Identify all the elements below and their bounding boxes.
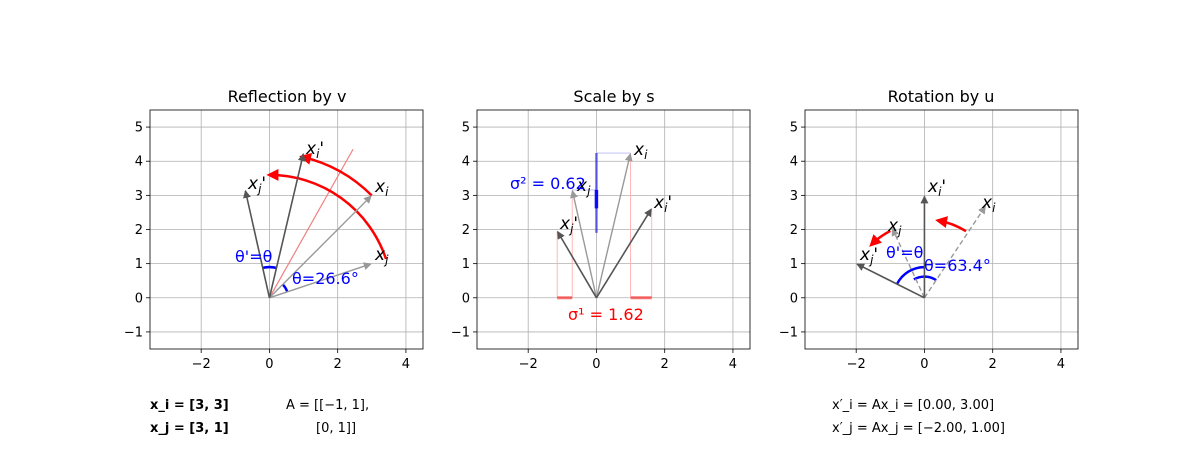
formula-xi-prime: x′_i = Ax_i = [0.00, 3.00] <box>832 398 995 413</box>
reflection-panel: Reflection by v −2 0 2 4 −1 0 1 2 3 4 5 xi xj xi' … <box>124 87 424 372</box>
y-tick-label: 1 <box>462 257 470 272</box>
y-tick-label: 4 <box>462 155 470 170</box>
angle-arc-theta-prime <box>895 265 925 285</box>
vector-xj-prime <box>856 263 925 299</box>
rotation-arc-i <box>935 216 967 233</box>
y-tick-label: 4 <box>790 155 798 170</box>
formula-matrix-row2: [0, 1]] <box>316 421 357 436</box>
x-tick-label: 2 <box>989 357 997 372</box>
axes-border <box>476 109 751 350</box>
x-tick-label: −2 <box>519 357 538 372</box>
x-tick-label: −2 <box>192 357 211 372</box>
vector-xi <box>595 153 633 298</box>
formula-xi: x_i = [3, 3] <box>150 398 229 413</box>
label-xj: xj <box>887 216 902 238</box>
x-tick-label: 2 <box>334 357 342 372</box>
sigma2-label: σ² = 0.62 <box>510 174 586 193</box>
grid <box>805 110 1078 349</box>
y-tick-label: 5 <box>790 121 798 136</box>
y-tick-label: 5 <box>462 121 470 136</box>
vector-xi <box>923 205 986 299</box>
x-tick-label: 0 <box>920 357 928 372</box>
mirror-line <box>268 148 354 299</box>
vector-labels: xi xj xi' xj' θ=63.4° θ'=θ <box>859 177 996 275</box>
y-tick-label: 2 <box>135 223 143 238</box>
vectors <box>243 153 372 299</box>
y-tick-label: 3 <box>790 189 798 204</box>
label-xi-prime: xi' <box>653 193 672 215</box>
vector-labels: xi xj xi' xj' θ=26.6° θ'=θ <box>235 139 389 288</box>
vector-xi-prime <box>268 153 306 298</box>
label-xi: xi <box>374 177 389 199</box>
label-xi-prime: xi' <box>305 139 324 161</box>
x-tick-label: 4 <box>402 357 410 372</box>
axes-frame: −2 0 2 4 −1 0 1 2 3 4 5 <box>451 109 751 372</box>
annotations <box>262 148 388 299</box>
reflection-arc-j <box>266 168 388 260</box>
angle-arc-theta-prime <box>262 265 277 270</box>
vector-xj <box>570 189 598 298</box>
vectors <box>856 195 986 299</box>
y-tick-label: −1 <box>779 325 798 340</box>
vectors <box>557 153 652 299</box>
x-tick-label: −2 <box>847 357 866 372</box>
vector-xj <box>269 262 372 299</box>
panel-title: Reflection by v <box>228 87 347 106</box>
vector-xj-prime <box>243 189 271 298</box>
label-xj-prime: xj' <box>247 174 266 196</box>
x-tick-label: 4 <box>1057 357 1065 372</box>
y-tick-label: −1 <box>124 325 143 340</box>
formula-xj-prime: x′_j = Ax_j = [−2.00, 1.00] <box>832 421 1005 436</box>
panel-title: Rotation by u <box>888 87 995 106</box>
rotation-panel: Rotation by u −2 0 2 4 −1 0 1 2 3 4 5 xi xj xi' xj… <box>779 87 1079 372</box>
sigma1-label: σ¹ = 1.62 <box>568 305 644 324</box>
y-tick-label: 3 <box>462 189 470 204</box>
angle-label-theta-prime: θ'=θ <box>886 243 923 262</box>
label-xi: xi <box>981 193 996 215</box>
vector-labels: xi xj xi' xj' σ¹ = 1.62 σ² = 0.62 <box>510 140 672 324</box>
y-tick-label: 2 <box>462 223 470 238</box>
y-tick-label: 1 <box>790 257 798 272</box>
label-xj-prime: xj' <box>559 214 578 236</box>
axes-frame: −2 0 2 4 −1 0 1 2 3 4 5 <box>779 109 1079 372</box>
vector-xj-prime <box>557 230 598 299</box>
label-xi-prime: xi' <box>927 177 946 199</box>
formula-matrix-row1: A = [[−1, 1], <box>286 398 370 413</box>
y-tick-label: 5 <box>135 121 143 136</box>
y-tick-label: 0 <box>790 291 798 306</box>
label-xj-prime: xj' <box>859 245 878 267</box>
label-xj: xj <box>374 245 389 267</box>
vector-xi-prime <box>595 208 652 299</box>
axes-border <box>804 109 1079 350</box>
x-tick-label: 4 <box>729 357 737 372</box>
label-xi: xi <box>633 140 648 162</box>
y-tick-label: 3 <box>135 189 143 204</box>
reflection-arc-i <box>299 152 373 197</box>
vector-xj <box>891 227 926 299</box>
panel-title: Scale by s <box>573 87 654 106</box>
angle-arc-theta <box>281 283 289 293</box>
grid <box>150 110 423 349</box>
y-tick-label: −1 <box>451 325 470 340</box>
y-tick-label: 4 <box>135 155 143 170</box>
y-tick-label: 2 <box>790 223 798 238</box>
x-tick-label: 0 <box>592 357 600 372</box>
angle-label-theta: θ=63.4° <box>924 256 991 275</box>
y-tick-label: 0 <box>135 291 143 306</box>
annotations <box>556 152 653 300</box>
x-tick-label: 0 <box>265 357 273 372</box>
formula-xj: x_j = [3, 1] <box>150 421 229 436</box>
axes-border <box>149 109 424 350</box>
y-tick-label: 0 <box>462 291 470 306</box>
y-tick-label: 1 <box>135 257 143 272</box>
angle-label-theta-prime: θ'=θ <box>235 247 272 266</box>
axes-frame: −2 0 2 4 −1 0 1 2 3 4 5 <box>124 109 424 372</box>
vector-xi <box>268 195 372 299</box>
x-tick-label: 2 <box>661 357 669 372</box>
rotation-arc-j <box>869 229 891 247</box>
angle-label-theta: θ=26.6° <box>292 269 359 288</box>
